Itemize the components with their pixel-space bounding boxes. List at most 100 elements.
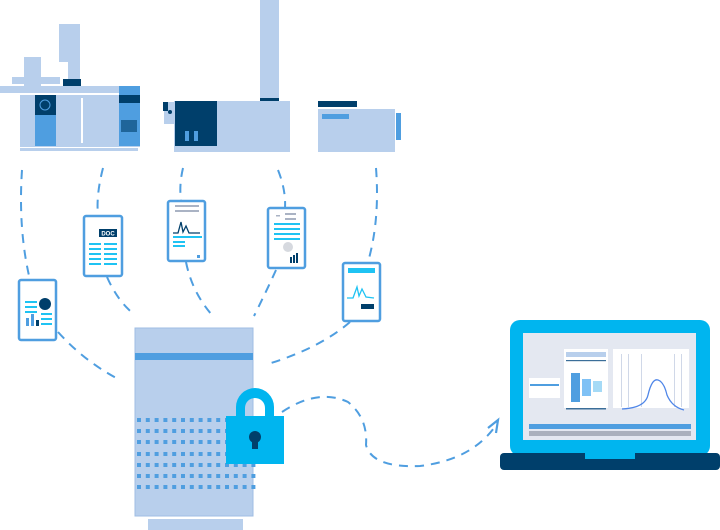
vent-dot bbox=[172, 418, 177, 422]
vent-dot bbox=[172, 452, 177, 456]
vent-dot bbox=[137, 463, 141, 467]
document-doc: DOC bbox=[82, 214, 124, 278]
vent-dot bbox=[137, 440, 141, 444]
vent-dot bbox=[251, 474, 256, 478]
vent-dot bbox=[145, 429, 150, 433]
document-report-charts bbox=[17, 278, 58, 342]
vent-dot bbox=[154, 429, 159, 433]
vent-dot bbox=[198, 452, 203, 456]
connector-5 bbox=[267, 167, 378, 365]
vent-dot bbox=[163, 452, 168, 456]
vent-dot bbox=[154, 474, 159, 478]
vent-dot bbox=[198, 429, 203, 433]
instrument-gc-ms bbox=[0, 24, 140, 151]
document-analysis-report bbox=[266, 206, 307, 270]
vent-dot bbox=[145, 440, 150, 444]
lock-icon bbox=[226, 388, 284, 464]
vent-dot bbox=[137, 485, 141, 489]
vent-dot bbox=[233, 463, 238, 467]
vent-dot bbox=[242, 474, 247, 478]
vent-dot bbox=[251, 463, 256, 467]
vent-dot bbox=[137, 474, 141, 478]
vent-dot bbox=[233, 474, 238, 478]
vent-dot bbox=[145, 452, 150, 456]
vent-dot bbox=[216, 485, 221, 489]
vent-dot bbox=[189, 440, 194, 444]
vent-dot bbox=[216, 452, 221, 456]
vent-dot bbox=[207, 485, 212, 489]
vent-dot bbox=[181, 463, 185, 467]
transfer-arrow-path bbox=[281, 395, 495, 468]
vent-dot bbox=[198, 463, 203, 467]
connector-4 bbox=[253, 169, 287, 317]
vent-dot bbox=[216, 463, 221, 467]
vent-dot bbox=[251, 485, 256, 489]
dashed-connectors bbox=[20, 167, 500, 468]
vent-dot bbox=[242, 485, 247, 489]
arrow-head-icon bbox=[487, 417, 500, 434]
vent-dot bbox=[225, 474, 229, 478]
vent-dot bbox=[181, 429, 185, 433]
vent-dot bbox=[145, 463, 150, 467]
vent-dot bbox=[172, 474, 177, 478]
vent-dot bbox=[225, 463, 229, 467]
vent-dot bbox=[216, 429, 221, 433]
instrument-detector bbox=[318, 101, 401, 152]
vent-dot bbox=[154, 418, 159, 422]
vent-dot bbox=[154, 440, 159, 444]
vent-dot bbox=[145, 418, 150, 422]
vent-dot bbox=[163, 463, 168, 467]
vent-dot bbox=[172, 440, 177, 444]
vent-dot bbox=[181, 452, 185, 456]
laptop bbox=[500, 320, 720, 470]
vent-dot bbox=[154, 485, 159, 489]
vent-dot bbox=[181, 418, 185, 422]
vent-dot bbox=[198, 474, 203, 478]
vent-dot bbox=[163, 474, 168, 478]
vent-dot bbox=[225, 485, 229, 489]
vent-dot bbox=[181, 485, 185, 489]
vent-dot bbox=[163, 418, 168, 422]
connector-3 bbox=[179, 167, 213, 316]
vent-dot bbox=[189, 474, 194, 478]
vent-dot bbox=[154, 463, 159, 467]
vent-dot bbox=[137, 452, 141, 456]
vent-dot bbox=[189, 429, 194, 433]
vent-dot bbox=[198, 485, 203, 489]
vent-dot bbox=[145, 485, 150, 489]
vent-dot bbox=[189, 463, 194, 467]
document-spectrum bbox=[341, 261, 382, 323]
vent-dot bbox=[189, 418, 194, 422]
vent-dot bbox=[181, 474, 185, 478]
vent-dot bbox=[198, 440, 203, 444]
vent-dot bbox=[172, 429, 177, 433]
server-vent-dots bbox=[137, 418, 256, 489]
vent-dot bbox=[163, 485, 168, 489]
vent-dot bbox=[198, 418, 203, 422]
vent-dot bbox=[207, 429, 212, 433]
vent-dot bbox=[189, 452, 194, 456]
vent-dot bbox=[172, 463, 177, 467]
instrument-lc-ms bbox=[163, 0, 290, 152]
vent-dot bbox=[163, 440, 168, 444]
document-chromatogram bbox=[166, 199, 207, 263]
vent-dot bbox=[163, 429, 168, 433]
vent-dot bbox=[207, 452, 212, 456]
vent-dot bbox=[137, 418, 141, 422]
vent-dot bbox=[207, 463, 212, 467]
vent-dot bbox=[207, 440, 212, 444]
vent-dot bbox=[137, 429, 141, 433]
vent-dot bbox=[216, 440, 221, 444]
vent-dot bbox=[181, 440, 185, 444]
vent-dot bbox=[207, 418, 212, 422]
vent-dot bbox=[189, 485, 194, 489]
vent-dot bbox=[145, 474, 150, 478]
vent-dot bbox=[154, 452, 159, 456]
vent-dot bbox=[216, 474, 221, 478]
vent-dot bbox=[233, 485, 238, 489]
vent-dot bbox=[172, 485, 177, 489]
doc-label: DOC bbox=[101, 232, 115, 238]
vent-dot bbox=[207, 474, 212, 478]
